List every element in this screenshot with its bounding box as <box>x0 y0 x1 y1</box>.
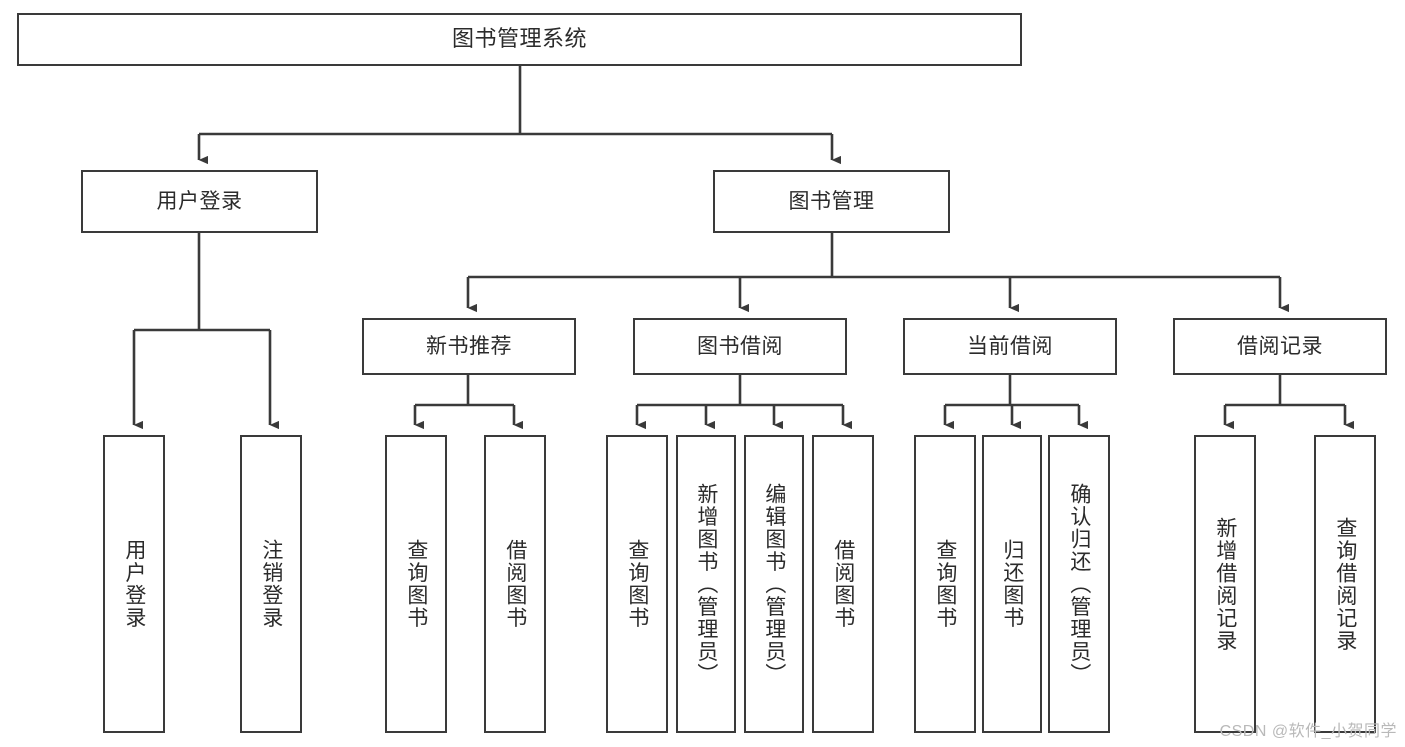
node-leaf-current-borrow-return[interactable]: 归还图书 <box>982 435 1042 733</box>
node-leaf-borrow-record-add-label: 新增借阅记录 <box>1213 516 1237 652</box>
node-current-borrow[interactable]: 当前借阅 <box>903 318 1117 375</box>
node-book-management-label: 图书管理 <box>788 189 875 213</box>
node-leaf-user-login-login[interactable]: 用户登录 <box>103 435 165 733</box>
node-leaf-current-borrow-return-label: 归还图书 <box>1000 539 1024 629</box>
node-leaf-book-borrow-borrow-label: 借阅图书 <box>831 539 855 629</box>
node-leaf-user-login-login-label: 用户登录 <box>122 539 146 629</box>
node-book-borrow[interactable]: 图书借阅 <box>633 318 847 375</box>
node-leaf-book-borrow-add-label: 新增图书（管理员） <box>694 482 718 686</box>
node-leaf-borrow-record-add[interactable]: 新增借阅记录 <box>1194 435 1256 733</box>
node-leaf-current-borrow-confirm-label: 确认归还（管理员） <box>1067 482 1091 686</box>
node-leaf-book-borrow-query-label: 查询图书 <box>625 539 649 629</box>
node-root-system[interactable]: 图书管理系统 <box>17 13 1022 66</box>
node-leaf-borrow-record-query[interactable]: 查询借阅记录 <box>1314 435 1376 733</box>
node-leaf-current-borrow-confirm[interactable]: 确认归还（管理员） <box>1048 435 1110 733</box>
node-leaf-book-borrow-edit[interactable]: 编辑图书（管理员） <box>744 435 804 733</box>
node-leaf-new-book-query[interactable]: 查询图书 <box>385 435 447 733</box>
node-leaf-book-borrow-query[interactable]: 查询图书 <box>606 435 668 733</box>
node-leaf-new-book-borrow[interactable]: 借阅图书 <box>484 435 546 733</box>
node-new-book-recommend-label: 新书推荐 <box>426 334 512 358</box>
node-user-login-label: 用户登录 <box>156 189 243 213</box>
node-user-login[interactable]: 用户登录 <box>81 170 318 233</box>
node-leaf-new-book-borrow-label: 借阅图书 <box>503 539 527 629</box>
node-leaf-book-borrow-add[interactable]: 新增图书（管理员） <box>676 435 736 733</box>
node-current-borrow-label: 当前借阅 <box>967 334 1053 358</box>
node-borrow-record-label: 借阅记录 <box>1237 334 1323 358</box>
node-leaf-book-borrow-borrow[interactable]: 借阅图书 <box>812 435 874 733</box>
node-leaf-current-borrow-query-label: 查询图书 <box>933 539 957 629</box>
node-book-management[interactable]: 图书管理 <box>713 170 950 233</box>
node-leaf-book-borrow-edit-label: 编辑图书（管理员） <box>762 482 786 686</box>
node-root-system-label: 图书管理系统 <box>451 26 587 52</box>
node-borrow-record[interactable]: 借阅记录 <box>1173 318 1387 375</box>
node-leaf-new-book-query-label: 查询图书 <box>404 539 428 629</box>
node-leaf-user-login-logout[interactable]: 注销登录 <box>240 435 302 733</box>
node-leaf-current-borrow-query[interactable]: 查询图书 <box>914 435 976 733</box>
node-book-borrow-label: 图书借阅 <box>697 334 783 358</box>
node-leaf-user-login-logout-label: 注销登录 <box>259 539 283 629</box>
csdn-watermark: CSDN @软件_小贺同学 <box>1219 723 1397 740</box>
node-new-book-recommend[interactable]: 新书推荐 <box>362 318 576 375</box>
node-leaf-borrow-record-query-label: 查询借阅记录 <box>1333 516 1357 652</box>
